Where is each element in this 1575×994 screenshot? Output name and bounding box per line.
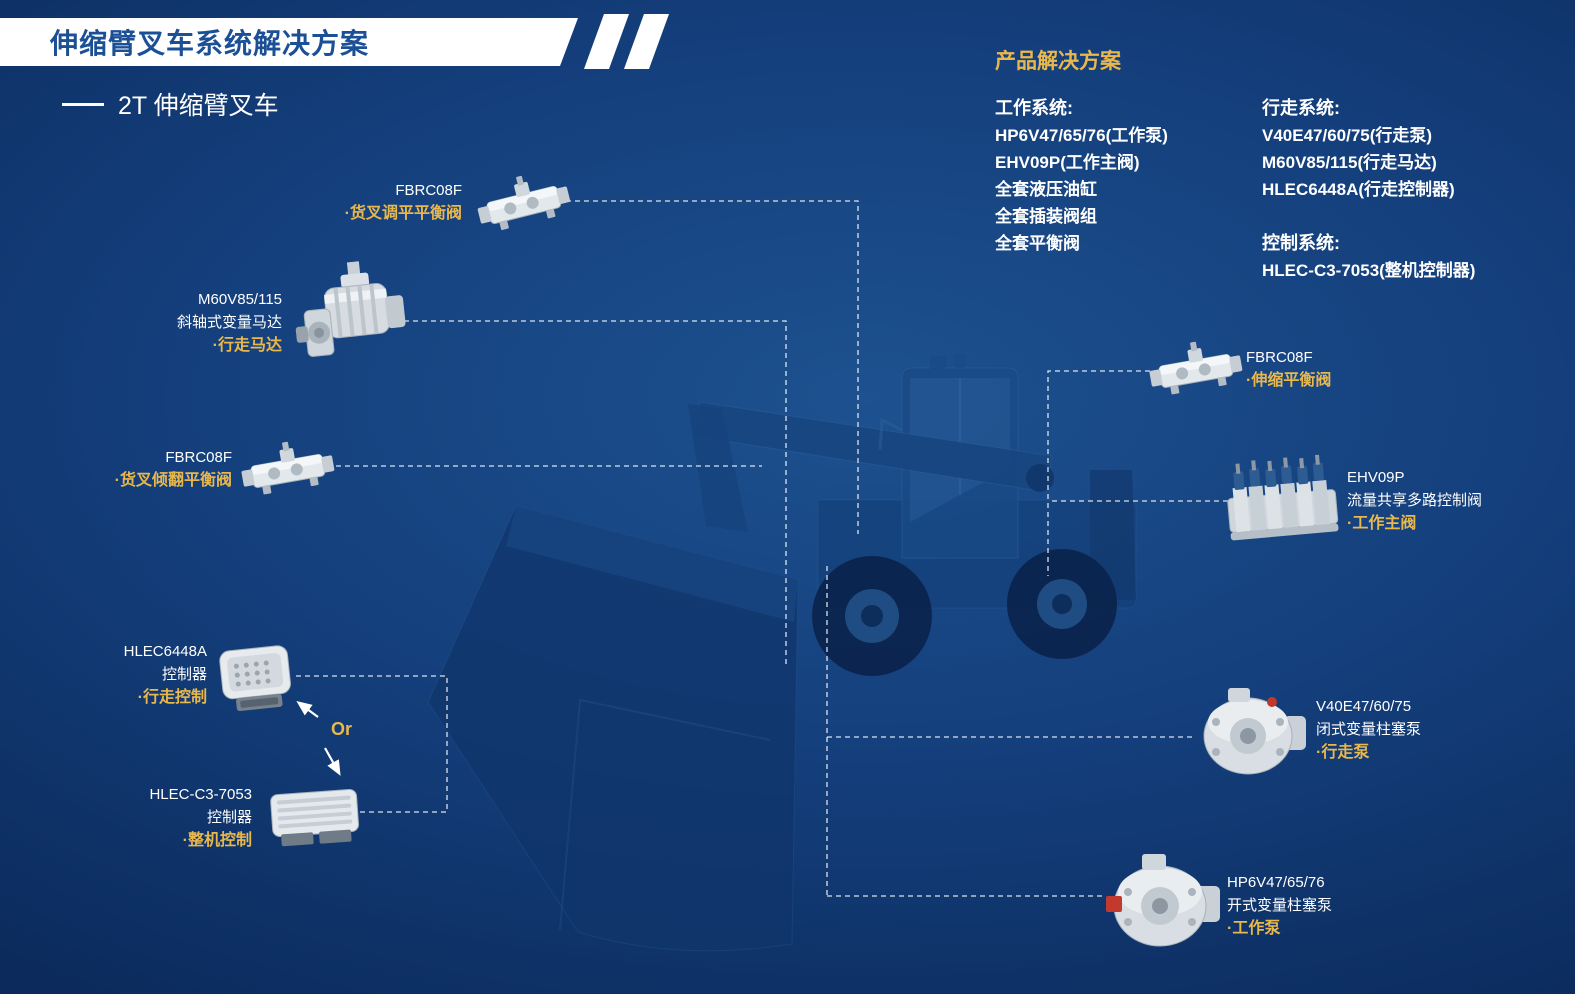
product-role: ·工作主阀 xyxy=(1347,515,1417,532)
product-model: EHV09P xyxy=(1347,469,1405,486)
product-model: M60V85/115 xyxy=(198,291,282,308)
solution-item: V40E47/60/75(行走泵) xyxy=(1262,126,1433,145)
product-role: ·行走马达 xyxy=(212,337,282,354)
product-role: ·行走控制 xyxy=(137,689,207,706)
work-system-heading: 工作系统: xyxy=(995,98,1073,118)
solution-item: M60V85/115(行走马达) xyxy=(1262,153,1437,172)
work-pump-image xyxy=(1106,852,1222,955)
control-system-heading: 控制系统: xyxy=(1262,233,1340,253)
callout-machine-controller: HLEC-C3-7053 控制器 ·整机控制 xyxy=(52,783,252,853)
product-model: FBRC08F xyxy=(1246,349,1313,366)
travel-controller-image xyxy=(210,638,306,724)
product-description: 闭式变量柱塞泵 xyxy=(1316,721,1422,738)
product-model: HLEC-C3-7053 xyxy=(149,786,252,803)
fork-tilt-valve-image xyxy=(235,432,340,511)
solution-item: 全套平衡阀 xyxy=(995,234,1080,253)
travel-motor-image xyxy=(289,256,419,385)
product-description: 流量共享多路控制阀 xyxy=(1347,492,1483,509)
solution-item: 全套液压油缸 xyxy=(995,180,1097,199)
solutions-panel: 产品解决方案 工作系统: HP6V47/65/76(工作泵) EHV09P(工作… xyxy=(995,45,1572,284)
machine-controller-image xyxy=(264,781,367,857)
callout-work-main-valve: EHV09P 流量共享多路控制阀 ·工作主阀 xyxy=(1347,466,1575,536)
solutions-column-work: 工作系统: HP6V47/65/76(工作泵) EHV09P(工作主阀) 全套液… xyxy=(995,95,1262,284)
solution-item: 全套插装阀组 xyxy=(995,207,1097,226)
banner-stripe-icon xyxy=(623,14,670,69)
callout-work-pump: HP6V47/65/76 开式变量柱塞泵 ·工作泵 xyxy=(1227,871,1467,941)
fork-leveling-valve-image xyxy=(470,163,578,247)
work-main-valve-image xyxy=(1222,453,1341,551)
title-banner: 伸缩臂叉车系统解决方案 xyxy=(0,18,578,66)
solution-item: HLEC-C3-7053(整机控制器) xyxy=(1262,261,1476,280)
solution-item: HLEC6448A(行走控制器) xyxy=(1262,180,1455,199)
column-spacer xyxy=(1262,203,1572,230)
solutions-title: 产品解决方案 xyxy=(995,50,1121,73)
callout-travel-pump: V40E47/60/75 闭式变量柱塞泵 ·行走泵 xyxy=(1316,695,1556,765)
callout-fork-leveling-valve: FBRC08F ·货叉调平平衡阀 xyxy=(262,179,462,226)
solution-item: HP6V47/65/76(工作泵) xyxy=(995,126,1168,145)
solution-item: EHV09P(工作主阀) xyxy=(995,153,1140,172)
travel-pump-image xyxy=(1198,686,1310,785)
page-subtitle: 2T 伸缩臂叉车 xyxy=(62,86,279,122)
product-description: 控制器 xyxy=(206,809,252,826)
product-role: ·伸缩平衡阀 xyxy=(1246,372,1332,389)
product-model: V40E47/60/75 xyxy=(1316,698,1412,715)
callout-travel-controller: HLEC6448A 控制器 ·行走控制 xyxy=(7,640,207,710)
product-role: ·整机控制 xyxy=(182,832,252,849)
product-model: FBRC08F xyxy=(395,182,462,199)
product-description: 斜轴式变量马达 xyxy=(176,314,282,331)
callout-fork-tilt-valve: FBRC08F ·货叉倾翻平衡阀 xyxy=(32,446,232,493)
product-role: ·行走泵 xyxy=(1316,744,1370,761)
or-label: Or xyxy=(331,719,353,739)
product-role: ·工作泵 xyxy=(1227,920,1281,937)
subtitle-text: 2T 伸缩臂叉车 xyxy=(118,92,279,120)
callout-telescopic-valve: FBRC08F ·伸缩平衡阀 xyxy=(1246,346,1486,393)
product-model: HLEC6448A xyxy=(123,643,207,660)
page-title: 伸缩臂叉车系统解决方案 xyxy=(50,28,370,59)
telescopic-valve-image xyxy=(1143,332,1248,411)
product-role: ·货叉倾翻平衡阀 xyxy=(114,472,232,489)
solutions-column-travel-control: 行走系统: V40E47/60/75(行走泵) M60V85/115(行走马达)… xyxy=(1262,95,1572,284)
product-description: 开式变量柱塞泵 xyxy=(1227,897,1333,914)
travel-system-heading: 行走系统: xyxy=(1262,98,1340,118)
banner-stripe-icon xyxy=(583,14,630,69)
product-description: 控制器 xyxy=(161,666,207,683)
product-role: ·货叉调平平衡阀 xyxy=(344,205,462,222)
product-model: FBRC08F xyxy=(165,449,232,466)
callout-travel-motor: M60V85/115 斜轴式变量马达 ·行走马达 xyxy=(82,288,282,358)
subtitle-dash xyxy=(62,102,104,106)
product-model: HP6V47/65/76 xyxy=(1227,874,1325,891)
